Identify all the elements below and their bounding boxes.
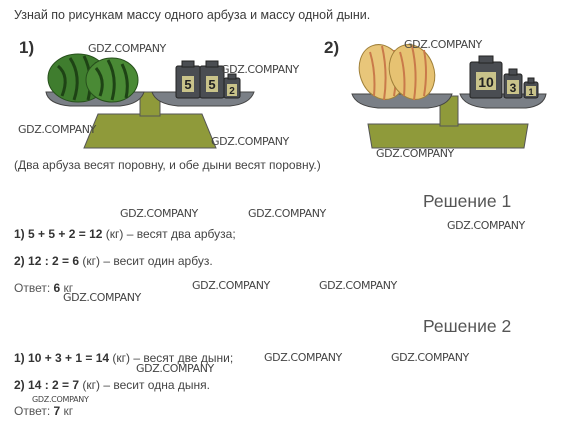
step-number: 1): [14, 351, 25, 365]
watermark: GDZ.COMPANY: [18, 123, 96, 136]
step-number: 1): [14, 227, 25, 241]
solution-2-heading: Решение 2: [423, 316, 512, 336]
step-expression: 5 + 5 + 2 = 12: [28, 227, 103, 241]
watermark: GDZ.COMPANY: [63, 291, 141, 304]
solution-2-answer: Ответ: 7 кг: [14, 404, 73, 418]
watermark: GDZ.COMPANY: [192, 279, 270, 292]
watermark: GDZ.COMPANY: [120, 207, 198, 220]
weight-label: 5: [208, 77, 215, 92]
solution-1-step-2: 2) 12 : 2 = 6 (кг) – весит один арбуз.: [14, 254, 213, 268]
watermark: GDZ.COMPANY: [221, 63, 299, 76]
scale-with-melons: 10 3 1: [351, 44, 547, 149]
solution-2-step-2: 2) 14 : 2 = 7 (кг) – весит одна дыня.: [14, 378, 210, 392]
watermark: GDZ.COMPANY: [447, 219, 525, 232]
weight-label: 5: [184, 77, 191, 92]
watermark: GDZ.COMPANY: [404, 38, 482, 51]
step-text: (кг) – весит один арбуз.: [79, 254, 213, 268]
watermark: GDZ.COMPANY: [264, 351, 342, 364]
figure-2-number: 2): [324, 38, 340, 57]
watermark: GDZ.COMPANY: [136, 362, 214, 375]
step-expression: 14 : 2 = 7: [28, 378, 80, 392]
scale-with-watermelons: 5 5 2: [45, 53, 255, 149]
answer-unit: кг: [60, 404, 74, 418]
solution-2-step-1: 1) 10 + 3 + 1 = 14 (кг) – весят две дыни…: [14, 351, 233, 365]
melon-icon: [388, 44, 436, 101]
solution-1-step-1: 1) 5 + 5 + 2 = 12 (кг) – весят два арбуз…: [14, 227, 236, 241]
figure-1-number: 1): [19, 38, 35, 57]
step-expression: 10 + 3 + 1 = 14: [28, 351, 110, 365]
weight-label: 1: [528, 87, 533, 97]
task-text: Узнай по рисункам массу одного арбуза и …: [14, 8, 371, 22]
weight-label: 2: [229, 86, 235, 97]
solution-1-answer: Ответ: 6 кг: [14, 281, 73, 295]
watermark: GDZ.COMPANY: [211, 135, 289, 148]
weight-label: 3: [510, 81, 517, 95]
watermelon-icon: [85, 57, 139, 103]
watermark: GDZ.COMPANY: [391, 351, 469, 364]
watermark: GDZ.COMPANY: [376, 147, 454, 160]
watermark: GDZ.COMPANY: [319, 279, 397, 292]
answer-label: Ответ:: [14, 281, 54, 295]
watermark: GDZ.COMPANY: [248, 207, 326, 220]
step-number: 2): [14, 378, 25, 392]
step-text: (кг) – весят два арбуза;: [102, 227, 236, 241]
watermark: GDZ.COMPANY: [88, 42, 166, 55]
step-expression: 12 : 2 = 6: [28, 254, 80, 268]
solution-1-heading: Решение 1: [423, 191, 512, 211]
weight-label: 10: [478, 74, 494, 90]
step-text: (кг) – весят две дыни;: [109, 351, 234, 365]
answer-unit: кг: [60, 281, 74, 295]
answer-value: 7: [53, 404, 61, 418]
answer-value: 6: [53, 281, 61, 295]
watermark: GDZ.COMPANY: [32, 395, 89, 404]
step-text: (кг) – весит одна дыня.: [79, 378, 210, 392]
step-number: 2): [14, 254, 25, 268]
answer-label: Ответ:: [14, 404, 54, 418]
note-text: (Два арбуза весят поровну, и обе дыни ве…: [14, 158, 321, 172]
